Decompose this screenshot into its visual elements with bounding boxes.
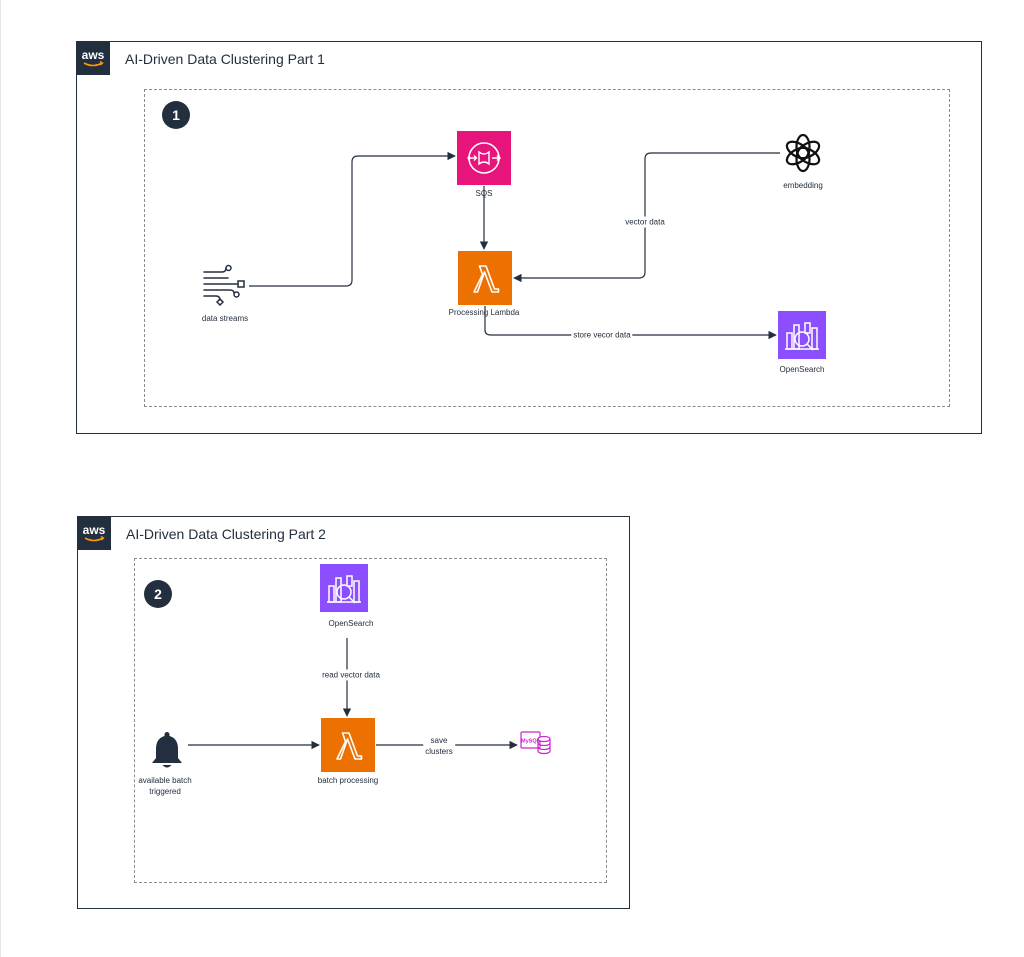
sqs-label: SQS [475, 189, 493, 198]
group-boundary-part-2 [134, 558, 607, 883]
sqs-icon [467, 142, 501, 174]
aws-logo-icon: aws [76, 41, 110, 75]
opensearch-label-part-2: OpenSearch [328, 619, 374, 628]
aws-logo-icon: aws [77, 516, 111, 550]
bell-icon[interactable] [149, 730, 185, 770]
edge-label-save-clusters: save clusters [423, 735, 455, 757]
step-badge-2: 2 [144, 580, 172, 608]
opensearch-node-part-1[interactable] [778, 311, 826, 359]
edge-label-vector-data: vector data [623, 216, 667, 228]
lambda-icon [336, 732, 363, 760]
edge-label-store-vector-data: store vecor data [571, 329, 633, 341]
sqs-node[interactable] [457, 131, 511, 185]
processing-lambda-node[interactable] [458, 251, 512, 305]
opensearch-label-part-1: OpenSearch [779, 365, 825, 374]
panel-title: AI-Driven Data Clustering Part 2 [126, 526, 326, 542]
opensearch-node-part-2[interactable] [320, 564, 368, 612]
batch-processing-lambda-node[interactable] [321, 718, 375, 772]
embedding-model-icon[interactable] [783, 133, 823, 173]
diagram-panel-part-1: aws AI-Driven Data Clustering Part 1 [76, 41, 982, 434]
svg-text:MySQL: MySQL [521, 739, 541, 745]
opensearch-icon [785, 322, 819, 351]
panel-title: AI-Driven Data Clustering Part 1 [125, 51, 325, 67]
svg-text:aws: aws [83, 523, 106, 537]
page-edge [0, 0, 1, 957]
svg-text:aws: aws [82, 48, 105, 62]
embedding-label: embedding [783, 181, 823, 190]
opensearch-icon [327, 575, 361, 604]
batch-processing-label: batch processing [317, 776, 379, 785]
step-badge-1: 1 [162, 101, 190, 129]
lambda-icon [473, 265, 500, 293]
batch-trigger-label: available batch triggered [138, 776, 192, 796]
mysql-database-icon[interactable]: MySQL [520, 730, 552, 756]
group-boundary-part-1 [144, 89, 950, 407]
edge-label-read-vector-data: read vector data [320, 669, 382, 681]
data-streams-label: data streams [201, 314, 249, 323]
data-streams-icon[interactable] [202, 264, 248, 307]
processing-lambda-label: Processing Lambda [448, 308, 520, 317]
